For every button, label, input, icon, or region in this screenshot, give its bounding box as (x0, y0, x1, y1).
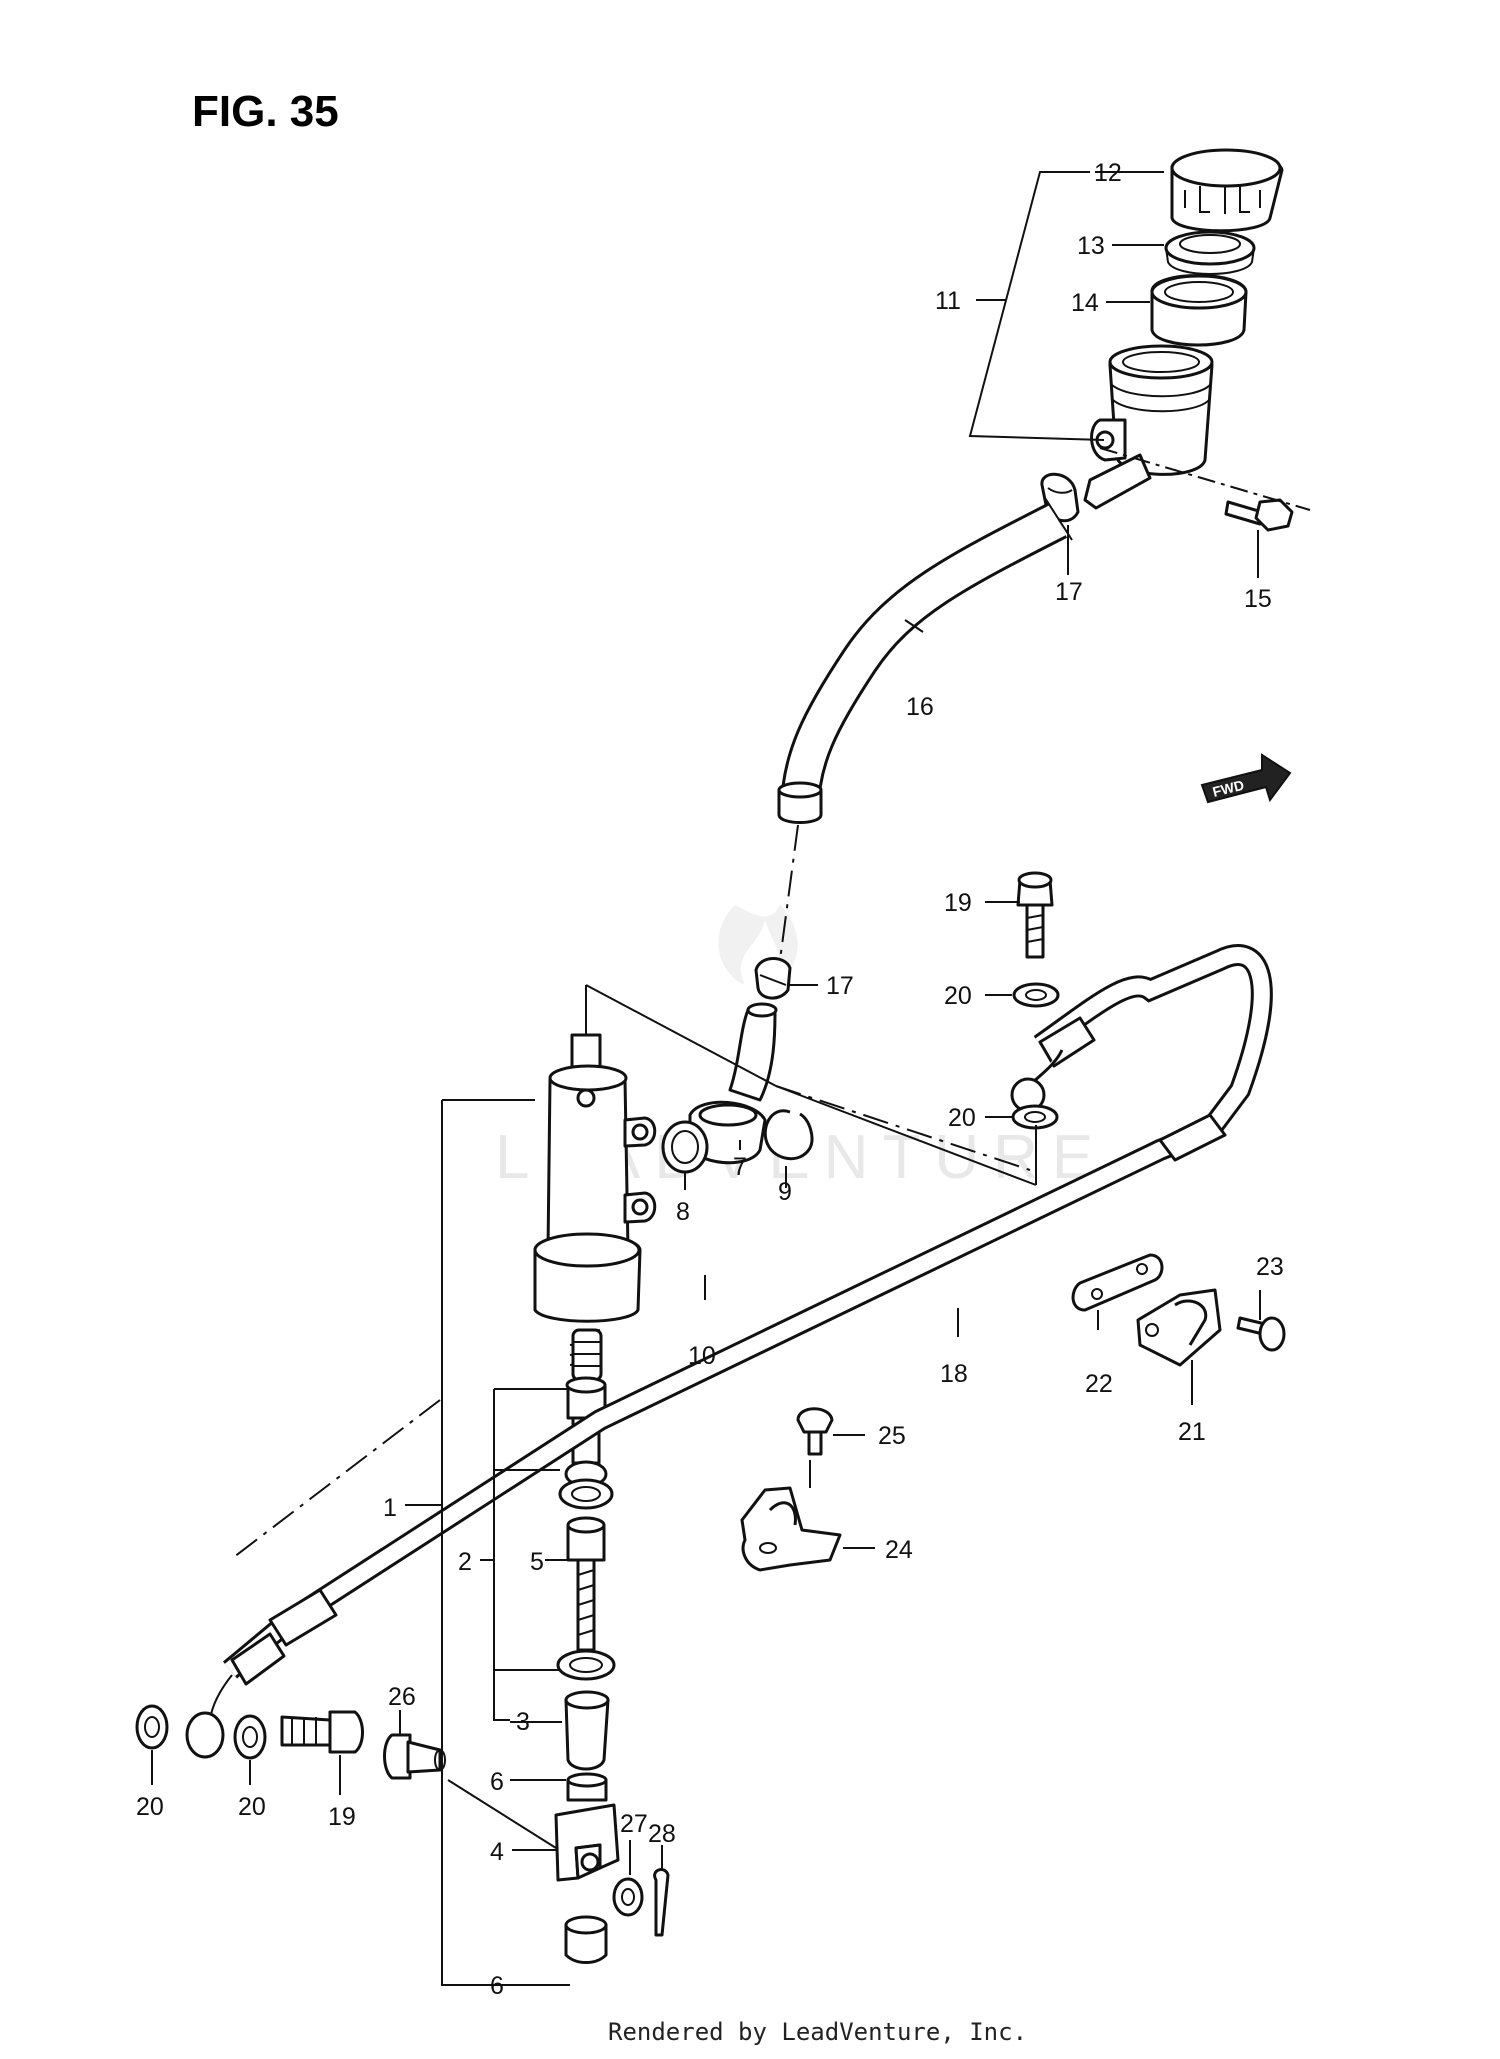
reservoir-diaphragm-plate[interactable] (1164, 230, 1256, 275)
piston-spring[interactable] (569, 1328, 603, 1382)
callout-27: 27 (620, 1810, 648, 1838)
callout-14: 14 (1071, 289, 1099, 317)
callout-19a: 19 (944, 889, 972, 917)
callout-4: 4 (490, 1838, 504, 1866)
lock-nut-lower[interactable] (564, 1915, 608, 1964)
callout-24: 24 (885, 1536, 913, 1564)
callout-9: 9 (778, 1178, 792, 1206)
hose-clamp-lower[interactable] (754, 957, 792, 1000)
banjo-bolt-upper[interactable] (1016, 871, 1054, 959)
hose-guide[interactable] (1136, 1288, 1222, 1367)
lock-nut-upper[interactable] (566, 1772, 608, 1802)
o-ring[interactable] (661, 1120, 709, 1174)
reservoir-hose[interactable] (777, 497, 1073, 824)
callout-12: 12 (1094, 159, 1122, 187)
master-cylinder-body[interactable] (533, 1033, 657, 1323)
callout-21: 21 (1178, 1418, 1206, 1446)
callout-10: 10 (688, 1342, 716, 1370)
cotter-pin[interactable] (653, 1868, 670, 1937)
crush-washer-2[interactable] (1011, 1104, 1059, 1130)
reservoir-tank[interactable] (1083, 344, 1214, 510)
dust-boot[interactable] (564, 1690, 610, 1771)
push-rod[interactable] (556, 1516, 616, 1681)
crush-washer-3[interactable] (135, 1704, 169, 1750)
callout-20c: 20 (136, 1793, 164, 1821)
fwd-label: FWD (1211, 777, 1246, 800)
clevis-pin[interactable] (383, 1733, 446, 1780)
reservoir-bolt[interactable] (1224, 498, 1294, 532)
callout-19b: 19 (328, 1803, 356, 1831)
hose-guide-plate[interactable] (1071, 1253, 1164, 1312)
callout-16: 16 (906, 693, 934, 721)
callout-1: 1 (383, 1494, 397, 1522)
brake-hose[interactable] (185, 944, 1273, 1759)
circlip[interactable] (763, 1109, 814, 1160)
callout-18: 18 (940, 1360, 968, 1388)
callout-20a: 20 (944, 982, 972, 1010)
callout-11: 11 (935, 287, 961, 315)
crush-washer-1[interactable] (1012, 982, 1060, 1008)
footer-credit: Rendered by LeadVenture, Inc. (608, 2018, 1027, 2046)
guide-screw[interactable] (1236, 1316, 1286, 1352)
callout-17a: 17 (1055, 578, 1083, 606)
callout-6a: 6 (490, 1768, 504, 1796)
hose-clamp-bracket[interactable] (740, 1486, 842, 1572)
callout-7: 7 (733, 1153, 747, 1181)
watermark-logo (718, 905, 798, 985)
callout-17b: 17 (826, 972, 854, 1000)
callout-22: 22 (1085, 1370, 1113, 1398)
callout-25: 25 (878, 1422, 906, 1450)
callout-3: 3 (516, 1708, 530, 1736)
callout-20d: 20 (238, 1793, 266, 1821)
callout-2: 2 (458, 1548, 472, 1576)
clevis[interactable] (554, 1803, 620, 1882)
leader-lines (151, 171, 1261, 1986)
bracket-screw[interactable] (796, 1407, 834, 1456)
callout-20b: 20 (948, 1104, 976, 1132)
callout-13: 13 (1077, 232, 1105, 260)
callout-15: 15 (1244, 585, 1272, 613)
callout-8: 8 (676, 1198, 690, 1226)
callout-28: 28 (648, 1820, 676, 1848)
reservoir-diaphragm[interactable] (1150, 274, 1248, 347)
callout-23: 23 (1256, 1253, 1284, 1281)
hose-joint[interactable] (688, 1002, 778, 1165)
fwd-arrow-icon: FWD (1200, 753, 1292, 804)
clevis-washer[interactable] (612, 1877, 644, 1917)
reservoir-cap[interactable] (1170, 148, 1284, 233)
crush-washer-4[interactable] (233, 1714, 267, 1760)
figure-title: FIG. 35 (192, 87, 339, 136)
callout-6b: 6 (490, 1972, 504, 2000)
callout-5: 5 (530, 1548, 544, 1576)
callout-26: 26 (388, 1683, 416, 1711)
callout-labels: 1 2 3 4 5 6 6 7 8 9 10 11 12 13 14 15 16… (136, 159, 1284, 2000)
banjo-bolt-lower[interactable] (280, 1710, 364, 1754)
